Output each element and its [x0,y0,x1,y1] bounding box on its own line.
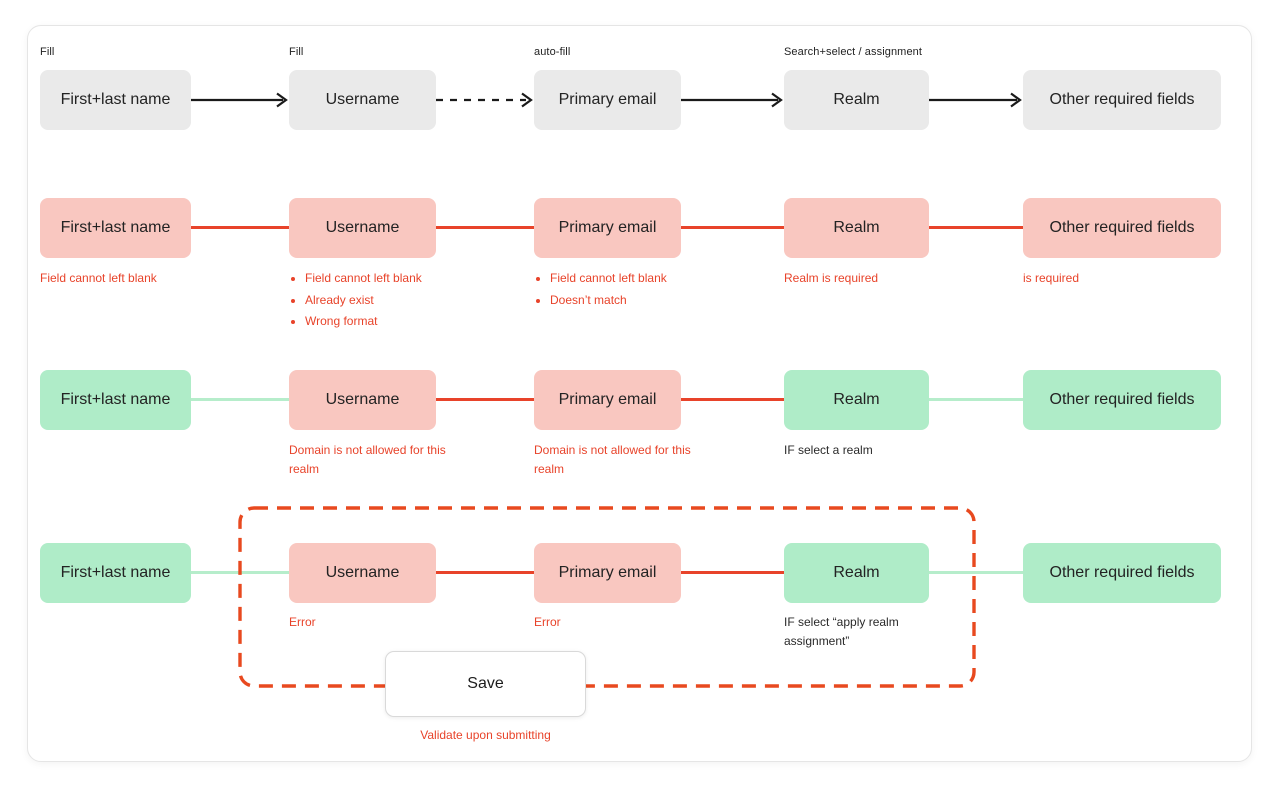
error-list: Field cannot left blank Already exist Wr… [289,268,479,333]
flow-box-other-required-fields: Other required fields [1023,370,1221,430]
connector-line [191,226,289,229]
flow-box-first-last-name: First+last name [40,70,191,130]
flow-box-username: Username [289,198,436,258]
flow-box-other-required-fields: Other required fields [1023,70,1221,130]
error-list-item: Doesn’t match [550,290,724,312]
solid-arrow-icon [929,92,1022,108]
flow-box-first-last-name: First+last name [40,370,191,430]
connector-line [929,571,1023,574]
error-list-item: Field cannot left blank [550,268,724,290]
flow-box-primary-email: Primary email [534,543,681,603]
stage-label-fill-1: Fill [40,46,55,58]
connector-line [929,398,1023,401]
flow-box-primary-email: Primary email [534,70,681,130]
save-caption: Validate upon submitting [420,728,551,742]
flow-box-primary-email: Primary email [534,198,681,258]
flow-box-realm: Realm [784,543,929,603]
connector-line [929,226,1023,229]
connector-line [436,226,534,229]
solid-arrow-icon [681,92,783,108]
flow-box-first-last-name: First+last name [40,543,191,603]
flow-box-realm: Realm [784,370,929,430]
flow-box-primary-email: Primary email [534,370,681,430]
connector-line [681,398,784,401]
flow-box-username: Username [289,70,436,130]
condition-note: IF select a realm [784,443,873,457]
flow-box-username: Username [289,543,436,603]
flow-box-realm: Realm [784,70,929,130]
stage-label-fill-2: Fill [289,46,304,58]
flow-box-other-required-fields: Other required fields [1023,198,1221,258]
flow-box-realm: Realm [784,198,929,258]
dashed-arrow-icon [436,92,533,108]
stage-label-autofill: auto-fill [534,46,571,58]
connector-line [681,226,784,229]
error-note: Domain is not allowed for this realm [289,443,446,476]
flow-box-first-last-name: First+last name [40,198,191,258]
stage-label-search-select: Search+select / assignment [784,46,923,58]
error-list-item: Field cannot left blank [305,268,479,290]
error-list: Field cannot left blank Doesn’t match [534,268,724,311]
connector-line [681,571,784,574]
error-note: Field cannot left blank [40,271,157,285]
flow-box-username: Username [289,370,436,430]
validation-scope-dashed-border [238,506,976,688]
error-note: Error [289,615,316,629]
error-list-item: Already exist [305,290,479,312]
flow-box-other-required-fields: Other required fields [1023,543,1221,603]
condition-note: IF select “apply realm assignment” [784,615,899,648]
error-list-item: Wrong format [305,311,479,333]
error-note: Error [534,615,561,629]
error-note: Domain is not allowed for this realm [534,443,691,476]
connector-line [436,571,534,574]
solid-arrow-icon [191,92,288,108]
save-button[interactable]: Save [385,651,586,717]
error-note: is required [1023,271,1080,285]
connector-line [191,398,289,401]
connector-line [436,398,534,401]
error-note: Realm is required [784,271,879,285]
